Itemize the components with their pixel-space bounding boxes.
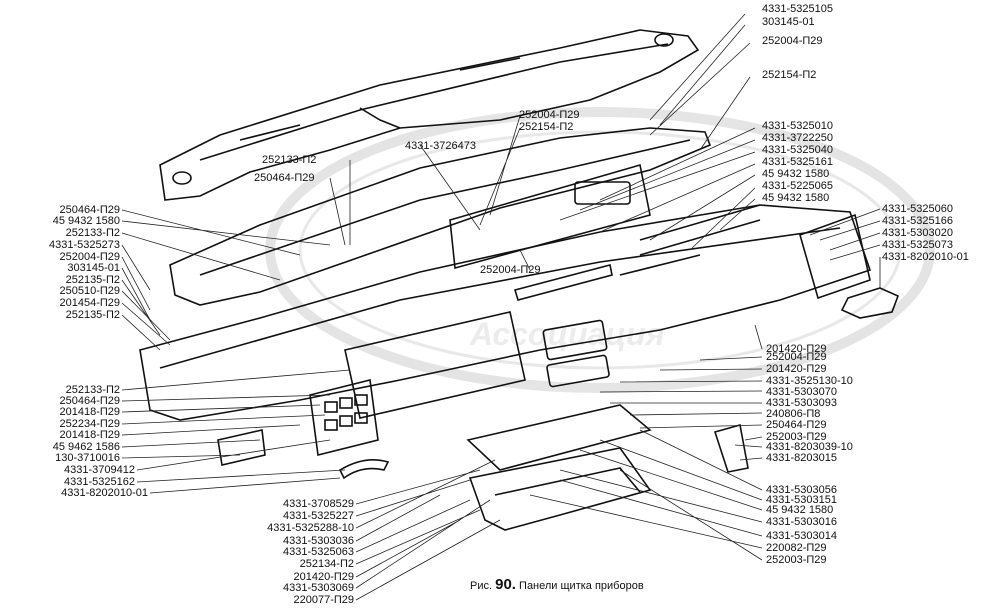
ashtray <box>217 429 266 466</box>
part-label: 252135-П2 <box>65 309 120 321</box>
part-label: 201420-П29 <box>766 343 827 355</box>
part-label: 4331-5303036 <box>283 535 354 547</box>
part-label: 252133-П2 <box>65 227 120 239</box>
part-label: 4331-8203039-10 <box>766 441 853 453</box>
part-label: 250464-П29 <box>766 419 827 431</box>
part-label: 252003-П29 <box>766 431 827 443</box>
part-label: 240806-П8 <box>766 408 821 420</box>
part-label: 4331-5325105 <box>762 3 833 15</box>
part-label: 201418-П29 <box>59 406 120 418</box>
part-label: 4331-3708529 <box>283 498 354 510</box>
part-label: 4331-5325288-10 <box>267 522 354 534</box>
part-label: 4331-3722250 <box>762 132 833 144</box>
switch-panel <box>309 379 379 456</box>
part-label: 201420-П29 <box>766 363 827 375</box>
part-label: 130-3710016 <box>55 452 120 464</box>
part-label: 252004-П29 <box>519 109 580 121</box>
part-label: 4331-5225065 <box>762 180 833 192</box>
handle <box>338 459 390 480</box>
part-label: 252234-П29 <box>59 418 120 430</box>
right-bracket <box>713 423 749 473</box>
part-label: 4331-5303016 <box>766 516 837 528</box>
part-label: 252154-П2 <box>519 121 574 133</box>
part-label: 45 9432 1580 <box>766 504 834 516</box>
part-label: 4331-5325073 <box>882 239 953 251</box>
part-label: 252135-П2 <box>65 274 120 286</box>
part-label: 4331-5303070 <box>766 386 837 398</box>
part-label: 4331-5303151 <box>766 494 837 506</box>
part-label: 4331-5303069 <box>283 582 354 594</box>
part-label: 4331-5325166 <box>882 215 953 227</box>
part-label: 45 9432 1580 <box>762 192 830 204</box>
part-label: 252134-П2 <box>299 558 354 570</box>
part-label: 4331-5303014 <box>766 530 837 542</box>
caption-prefix: Рис. <box>470 580 493 592</box>
part-label: 4331-3709412 <box>64 464 135 476</box>
part-label: 4331-5303020 <box>882 227 953 239</box>
part-label: 4331-5325010 <box>762 120 833 132</box>
part-label: 4331-5303056 <box>766 484 837 496</box>
part-label: 250464-П29 <box>254 172 315 184</box>
part-label: 4331-5325161 <box>762 156 833 168</box>
part-label: 303145-01 <box>762 16 815 28</box>
parts <box>139 29 900 531</box>
part-label: 45 9462 1586 <box>52 441 120 453</box>
top-cover <box>159 29 700 201</box>
part-label: 250510-П29 <box>59 285 120 297</box>
part-label: 4331-5303093 <box>766 397 837 409</box>
part-label: 4331-5325060 <box>882 203 953 215</box>
part-label: 250464-П29 <box>59 395 120 407</box>
caption-title: Панели щитка приборов <box>519 580 644 592</box>
part-label: 252004-П29 <box>762 35 823 47</box>
part-label: 4331-3525130-10 <box>766 375 853 387</box>
part-label: 250464-П29 <box>59 204 120 216</box>
part-label: 201418-П29 <box>59 429 120 441</box>
part-label: 4331-8202010-01 <box>882 251 969 263</box>
part-label: 4331-8202010-01 <box>61 487 148 499</box>
part-label: 252004-П29 <box>480 264 541 276</box>
caption-number: 90. <box>495 576 516 593</box>
part-label: 252004-П29 <box>59 251 120 263</box>
glove-box <box>468 447 652 531</box>
part-label: 4331-5325162 <box>64 476 135 488</box>
instrument-cluster <box>449 163 651 270</box>
part-label: 220077-П29 <box>293 594 354 606</box>
main-dash <box>139 204 872 421</box>
part-label: 220082-П29 <box>766 542 827 554</box>
part-label: 4331-5325227 <box>283 510 354 522</box>
part-label: 201454-П29 <box>59 297 120 309</box>
part-label: 252154-П2 <box>762 69 817 81</box>
upper-panel <box>169 127 712 306</box>
part-label: 4331-5325273 <box>49 239 120 251</box>
part-label: 252003-П29 <box>766 554 827 566</box>
part-label: 252004-П29 <box>766 351 827 363</box>
figure-caption: Рис. 90. Панели щитка приборов <box>470 576 644 593</box>
glove-box-lid <box>466 404 652 471</box>
right-side-panel <box>799 213 871 300</box>
part-label: 45 9432 1580 <box>762 168 830 180</box>
part-label: 4331-5325040 <box>762 144 833 156</box>
part-label: 45 9432 1580 <box>52 215 120 227</box>
leader-lines <box>121 13 881 601</box>
part-label: 303145-01 <box>67 262 120 274</box>
part-label: 252133-П2 <box>65 384 120 396</box>
part-label: 201420-П29 <box>293 571 354 583</box>
part-label: 4331-8203015 <box>766 452 837 464</box>
part-label: 4331-5325063 <box>283 546 354 558</box>
part-label: 4331-3726473 <box>405 140 476 152</box>
part-label: 252133-П2 <box>262 154 317 166</box>
